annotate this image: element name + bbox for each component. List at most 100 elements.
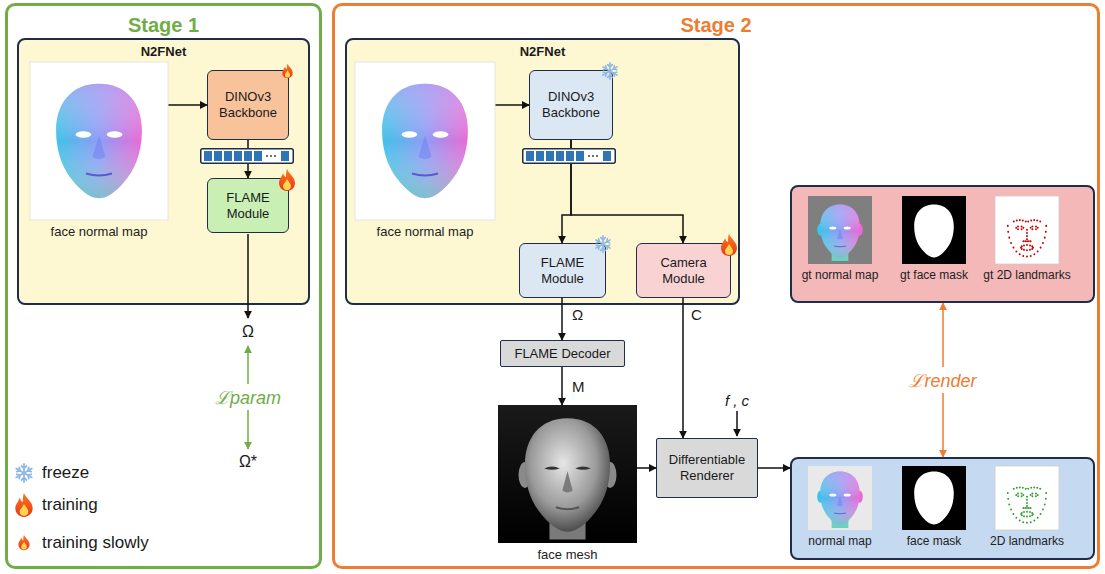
image-caption: face mesh bbox=[538, 547, 598, 562]
freeze-icon bbox=[16, 464, 32, 482]
backbone-box: DINOv3 Backbone bbox=[529, 70, 613, 140]
box-title: Stage 1 bbox=[8, 6, 319, 37]
connector-arrow bbox=[562, 140, 571, 243]
loss-label: ℒrender bbox=[905, 367, 980, 393]
edge-label: M bbox=[572, 378, 585, 395]
landmark-dot bbox=[1026, 232, 1028, 234]
landmark-dot bbox=[1030, 487, 1032, 489]
connector-arrow bbox=[571, 140, 683, 243]
landmark-dot bbox=[1033, 486, 1035, 488]
input-image: face normal map bbox=[30, 62, 168, 220]
landmark-dot bbox=[1015, 250, 1017, 252]
landmark-dot bbox=[1031, 493, 1033, 495]
illustration-part bbox=[995, 466, 1059, 530]
landmark-dot bbox=[1028, 240, 1030, 242]
landmark-dot bbox=[1022, 255, 1024, 257]
landmark-dot bbox=[1031, 228, 1033, 230]
gt-landmarks-image bbox=[995, 196, 1059, 264]
landmark-dot bbox=[1016, 487, 1018, 489]
landmark-dot bbox=[1016, 219, 1018, 221]
image-caption: gt normal map bbox=[802, 268, 879, 282]
landmark-dot bbox=[1035, 225, 1037, 227]
landmark-dot bbox=[1032, 247, 1034, 249]
symbol-label: f , c bbox=[725, 392, 749, 409]
decoder-box: FLAME Decoder bbox=[500, 340, 625, 367]
landmark-dot bbox=[1026, 256, 1028, 258]
module-box: FLAME Module bbox=[207, 178, 289, 233]
landmark-dot bbox=[1026, 511, 1028, 513]
landmark-dot bbox=[1007, 231, 1009, 233]
target-image: gt face mask bbox=[902, 196, 966, 264]
mesh-image: face mesh bbox=[498, 405, 637, 543]
connector-arrow bbox=[495, 104, 529, 106]
landmark-dot bbox=[1030, 227, 1032, 229]
landmark-dot bbox=[1029, 511, 1031, 513]
landmark-dot bbox=[1021, 248, 1023, 250]
symbol-label: Ω* bbox=[239, 453, 257, 471]
landmark-dot bbox=[1013, 488, 1015, 490]
face-mask-image bbox=[902, 466, 966, 530]
landmark-dot bbox=[1042, 242, 1044, 244]
landmark-dot bbox=[1021, 228, 1023, 230]
landmark-dot bbox=[1020, 247, 1022, 249]
landmark-dot bbox=[1026, 244, 1028, 246]
landmark-dot bbox=[1012, 513, 1014, 515]
box-title: N2FNet bbox=[347, 40, 738, 59]
landmark-dot bbox=[1035, 228, 1037, 230]
box-title: Stage 2 bbox=[335, 6, 1097, 37]
landmark-dot bbox=[1037, 494, 1039, 496]
box-label: DINOv3 Backbone bbox=[211, 89, 285, 120]
landmark-dot bbox=[1023, 249, 1025, 251]
landmark-dot bbox=[1015, 494, 1017, 496]
landmark-dot bbox=[1007, 498, 1009, 500]
landmark-dot bbox=[1031, 512, 1033, 514]
landmark-dot bbox=[1031, 245, 1033, 247]
image-caption: face normal map bbox=[377, 224, 474, 239]
freeze-icon bbox=[603, 63, 617, 79]
landmark-dot bbox=[1023, 515, 1025, 517]
image-caption: gt 2D landmarks bbox=[983, 268, 1070, 282]
landmark-dot bbox=[1010, 242, 1012, 244]
box-label: FLAME Module bbox=[211, 190, 285, 221]
landmark-dots bbox=[1007, 486, 1047, 523]
landmark-dot bbox=[1024, 240, 1026, 242]
box-title: N2FNet bbox=[19, 40, 308, 59]
landmark-dot bbox=[1037, 517, 1039, 519]
landmark-dot bbox=[1037, 227, 1039, 229]
illustration-part bbox=[914, 472, 954, 525]
output-group: normal mapface mask2D landmarks bbox=[790, 457, 1095, 560]
loss-arrow bbox=[247, 410, 249, 449]
landmark-dot bbox=[1044, 237, 1046, 239]
landmark-dot bbox=[1031, 248, 1033, 250]
landmark-dot bbox=[1030, 521, 1032, 523]
training-slowly-icon bbox=[18, 535, 29, 550]
illustration-part bbox=[382, 84, 468, 198]
landmark-dot bbox=[1031, 225, 1033, 227]
landmark-dot bbox=[1022, 487, 1024, 489]
landmark-dot bbox=[1044, 503, 1046, 505]
module-box: FLAME Module bbox=[519, 243, 606, 298]
network-box: face normal map DINOv3 BackboneFLAME Modu… bbox=[17, 38, 310, 305]
landmark-dot bbox=[1024, 507, 1026, 509]
image-caption: normal map bbox=[808, 534, 871, 548]
illustration-part bbox=[817, 205, 863, 261]
symbol-label: Ω bbox=[242, 323, 254, 341]
illustration-part bbox=[30, 62, 168, 220]
connector-arrow bbox=[758, 467, 790, 469]
image-caption: gt face mask bbox=[900, 268, 968, 282]
illustration-part bbox=[355, 62, 495, 220]
landmark-dot bbox=[1019, 253, 1021, 255]
training-slowly-icon bbox=[282, 64, 292, 78]
box-label: DINOv3 Backbone bbox=[533, 89, 609, 120]
landmark-dot bbox=[1026, 240, 1028, 242]
box-label: Camera Module bbox=[640, 255, 727, 286]
landmark-dot bbox=[1025, 220, 1027, 222]
landmark-dot bbox=[1045, 231, 1047, 233]
landmark-dot bbox=[1008, 503, 1010, 505]
landmark-dot bbox=[1015, 517, 1017, 519]
output-image: face mask bbox=[902, 466, 966, 530]
landmark-dot bbox=[1023, 511, 1025, 513]
illustration-part bbox=[518, 418, 616, 539]
landmark-dot bbox=[1022, 494, 1024, 496]
